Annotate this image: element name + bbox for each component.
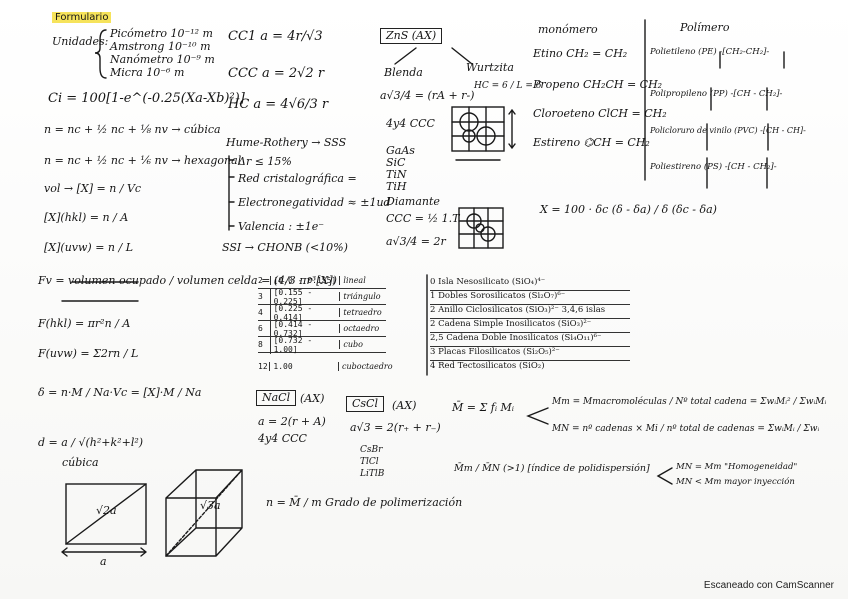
- cscl-compound-2: TlCl: [360, 457, 379, 467]
- table-row: 6[0.414 - 0.732]octaedro: [258, 319, 386, 338]
- sheet-title: Formulario: [52, 12, 112, 23]
- hume-rule-lattice: Red cristalográfica =: [238, 172, 357, 185]
- blenda-equation: a√3/4 = (rA + r-): [380, 89, 475, 102]
- hume-rule-electroneg: Electronegatividad ≈ ±1ud: [238, 196, 391, 209]
- pdi-case-homogeneous: MN = Mm "Homogeneidad": [676, 462, 798, 472]
- interplanar-spacing: d = a / √(h²+k²+l²): [38, 436, 144, 449]
- compound-sic: SiC: [386, 156, 406, 169]
- compound-gaas: GaAs: [386, 144, 415, 157]
- fcc-parameter: CCC a = 2√2 r: [228, 66, 325, 81]
- unit-angstrom: Amstrong 10⁻¹⁰ m: [110, 40, 211, 53]
- nacl-coordination: 4y4 CCC: [258, 432, 307, 445]
- cscl-compound-3: LiTlB: [360, 469, 385, 479]
- polymerization-degree: n = M̄ / m Grado de polimerización: [266, 496, 463, 509]
- hc-note: HC = 6 / L = 6: [474, 81, 542, 91]
- table-row: 4[0.225 - 0.414]tetraedro: [258, 303, 386, 322]
- monomer-header: monómero: [538, 23, 598, 36]
- interplanar-note: cúbica: [62, 456, 99, 469]
- nacl-ax: (AX): [300, 392, 325, 405]
- linear-density: [X](uvw) = n / L: [44, 241, 134, 254]
- list-item: 1 Dobles Sorosilicatos (Si₂O₇)⁶⁻: [430, 291, 630, 305]
- list-item: 2 Cadena Simple Inosilicatos (SiO₃)²⁻: [430, 319, 630, 333]
- zns-arrows: [394, 47, 473, 65]
- packing-factor-linear: F(uvw) = Σ2rn / L: [38, 347, 139, 360]
- packing-factor-planar: F(hkl) = πr²n / A: [38, 317, 131, 330]
- lattice-grid: [451, 106, 505, 152]
- wurtzite-lattice-box: [451, 106, 505, 152]
- cscl-box: CsCl: [346, 396, 384, 413]
- list-item: 0 Isla Nesosilicato (SiO₄)⁴⁻: [430, 277, 630, 291]
- nacl-equation: a = 2(r + A): [258, 415, 326, 428]
- diamond-coordination: CCC = ½ 1.T: [386, 212, 460, 225]
- unit-nm: Nanómetro 10⁻⁹ m: [110, 53, 215, 66]
- blenda-coordination: 4y4 CCC: [386, 117, 435, 130]
- table-row: 3[0.155 - 0.225]triángulo: [258, 287, 386, 306]
- silicate-list: 0 Isla Nesosilicato (SiO₄)⁴⁻ 1 Dobles So…: [430, 277, 630, 374]
- monomer-ethene: Etino CH₂ = CH₂: [533, 47, 628, 60]
- face-diagonal: [65, 483, 147, 545]
- monomer-chloroethene: Cloroeteno ClCH = CH₂: [533, 107, 667, 120]
- ionic-character-formula: Ci = 100[1-e^(-0.25(Xa-Xb)²)]: [48, 91, 245, 106]
- blenda-label: Blenda: [384, 66, 423, 79]
- hume-rothery-title: Hume-Rothery → SSS: [226, 136, 347, 149]
- compound-tin: TiN: [386, 168, 407, 181]
- units-label: Unidades:: [52, 35, 109, 48]
- polymer-pp: Polipropileno (PP) -[CH - CH₂]-: [650, 89, 783, 99]
- units-brace: [94, 29, 107, 79]
- number-average-molar-mass: MN = nº cadenas × Mi / nº total de caden…: [552, 424, 820, 434]
- polymer-ps: Poliestireno (PS) -[CH - CH₂]-: [650, 162, 777, 172]
- monomer-styrene: Estireno ⌬CH = CH₂: [533, 136, 650, 149]
- diamond-lattice-box: [458, 207, 504, 249]
- polymer-pvc: Policloruro de vinilo (PVC) -[CH - CH]-: [650, 126, 806, 135]
- polymer-pe: Polietileno (PE) -[CH₂-CH₂]-: [650, 47, 770, 57]
- bcc-parameter: CC1 a = 4r/√3: [228, 29, 323, 44]
- cscl-compound-1: CsBr: [360, 445, 383, 455]
- edge-length-label: a: [100, 555, 107, 568]
- diamond-label: Diamante: [386, 195, 440, 208]
- list-item: 2,5 Cadena Doble Inosilicatos (Si₄O₁₁)⁶⁻: [430, 333, 630, 347]
- average-bracket: [526, 407, 549, 425]
- volumetric-density: vol → [X] = n / Vc: [44, 182, 142, 195]
- n-cubic-formula: n = nc + ½ nc + ⅛ nv → cúbica: [44, 123, 221, 136]
- hume-rule-valence: Valencia : ±1e⁻: [238, 220, 325, 233]
- polydispersity-index: M̄m / M̄N (>1) [índice de polidispersión…: [454, 463, 650, 474]
- mass-average-molar-mass: Mm = Mmacromoléculas / Nº total cadena =…: [552, 397, 827, 407]
- monomer-propene: Propeno CH₂CH = CH₂: [533, 78, 663, 91]
- coordination-table: 2[0.0 - 0.155]lineal 3[0.155 - 0.225]tri…: [258, 273, 393, 379]
- cscl-equation: a√3 = 2(r₊ + r₋): [350, 421, 441, 434]
- planar-density: [X](hkl) = n / A: [44, 211, 129, 224]
- cube-face-square: [65, 483, 147, 545]
- nacl-box: NaCl: [256, 390, 297, 407]
- packing-factor-volume: Fv = volumen ocupado / volumen celda = (…: [38, 274, 337, 287]
- compound-tih: TiH: [386, 180, 407, 193]
- table-row: 2[0.0 - 0.155]lineal: [258, 273, 386, 289]
- cscl-ax: (AX): [392, 399, 417, 412]
- diamond-equation: a√3/4 = 2r: [386, 235, 446, 248]
- theoretical-density: δ = n·M / Na·Vc = [X]·M / Na: [38, 386, 202, 399]
- face-diagonal-label: √2a: [96, 504, 117, 517]
- list-item: 2 Anillo Ciclosilicatos (SiO₃)²⁻ 3,4,6 i…: [430, 305, 630, 319]
- crystallinity-formula: X = 100 · δc (δ - δa) / δ (δc - δa): [540, 203, 717, 216]
- zns-box: ZnS (AX): [380, 28, 443, 45]
- unit-micron: Micra 10⁻⁶ m: [110, 66, 185, 79]
- hcp-parameter: HC a = 4√6/3 r: [228, 97, 329, 112]
- scanner-watermark: Escaneado con CamScanner: [703, 580, 834, 591]
- pdi-case-injection: MN < Mm mayor inyección: [676, 477, 795, 487]
- hume-rule-radius: Δr ≤ 15%: [238, 155, 292, 168]
- unit-pm: Picómetro 10⁻¹² m: [110, 27, 213, 40]
- n-hexagonal-formula: n = nc + ½ nc + ⅙ nv → hexagonal: [44, 154, 242, 167]
- wurtzita-label: Wurtzita: [466, 61, 514, 74]
- list-item: 4 Red Tectosilicatos (SiO₂): [430, 361, 545, 371]
- polymer-header: Polímero: [680, 21, 730, 34]
- list-item: 3 Placas Filosilicatos (Si₂O₅)²⁻: [430, 347, 630, 361]
- interstitial-solid-solution: SSI → CHONB (<10%): [222, 241, 348, 254]
- mean-molar-mass: M̄ = Σ fᵢ Mᵢ: [452, 401, 515, 414]
- body-diagonal-label: √3a: [200, 499, 221, 512]
- table-row: 8[0.732 - 1.00]cubo: [258, 335, 386, 354]
